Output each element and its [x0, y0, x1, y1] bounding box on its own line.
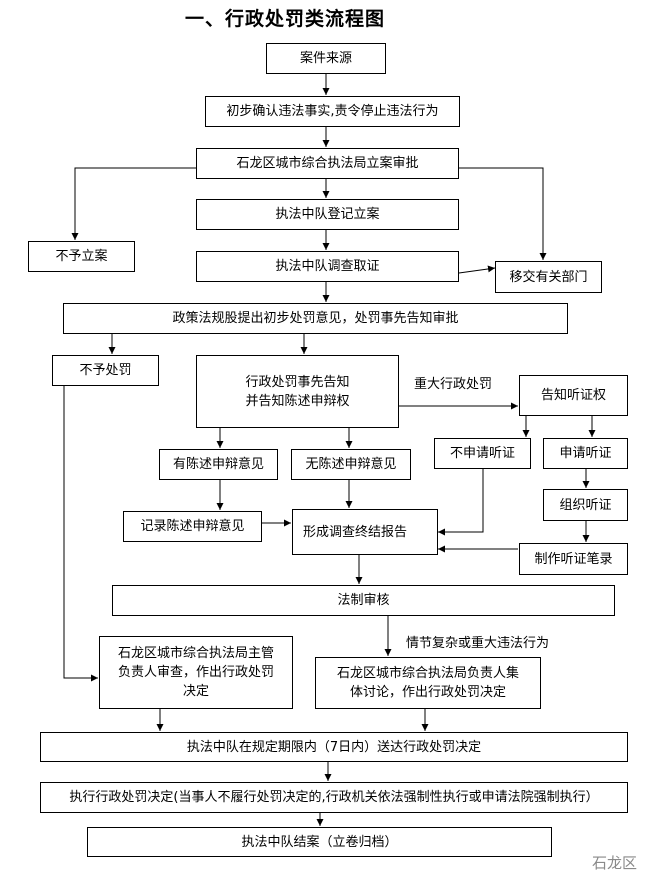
no-filing-box: 不予立案	[28, 241, 135, 272]
complex-case-label: 情节复杂或重大违法行为	[406, 636, 550, 651]
register-filing-box: 执法中队登记立案	[196, 199, 459, 230]
bureau-approval-box: 石龙区城市综合执法局立案审批	[196, 148, 459, 179]
case-source-box: 案件来源	[266, 43, 386, 74]
watermark: 石龙区	[591, 854, 637, 872]
no-hearing-request-box: 不申请听证	[434, 438, 531, 469]
collective-discussion-box: 石龙区城市综合执法局负责人集 体讨论，作出行政处罚决定	[315, 657, 541, 709]
execute-decision-box: 执行行政处罚决定(当事人不履行处罚决定的,行政机关依法强制性执行或申请法院强制执…	[40, 782, 628, 813]
close-case-box: 执法中队结案（立卷归档）	[87, 827, 552, 857]
has-defense-box: 有陈述申辩意见	[159, 449, 278, 480]
no-penalty-box: 不予处罚	[52, 355, 159, 386]
organize-hearing-box: 组织听证	[543, 489, 628, 521]
major-penalty-label: 重大行政处罚	[414, 377, 493, 392]
deliver-decision-box: 执法中队在规定期限内（7日内）送达行政处罚决定	[40, 732, 628, 762]
transfer-dept-box: 移交有关部门	[495, 261, 602, 293]
policy-opinion-box: 政策法规股提出初步处罚意见，处罚事先告知审批	[63, 303, 568, 334]
request-hearing-box: 申请听证	[543, 438, 628, 469]
investigate-box: 执法中队调查取证	[196, 251, 459, 282]
hearing-record-box: 制作听证笔录	[519, 543, 628, 575]
notify-hearing-box: 告知听证权	[519, 375, 628, 416]
no-defense-box: 无陈述申辩意见	[291, 449, 411, 480]
record-defense-box: 记录陈述申辩意见	[123, 511, 262, 542]
final-report-box: 形成调查终结报告	[292, 509, 438, 555]
prior-notice-box: 行政处罚事先告知 并告知陈述申辩权	[196, 355, 399, 428]
page-title: 一、行政处罚类流程图	[185, 8, 386, 30]
legal-review-box: 法制审核	[112, 585, 615, 616]
chief-review-box: 石龙区城市综合执法局主管 负责人审查，作出行政处罚 决定	[99, 636, 293, 709]
initial-confirm-box: 初步确认违法事实,责令停止违法行为	[205, 96, 460, 127]
